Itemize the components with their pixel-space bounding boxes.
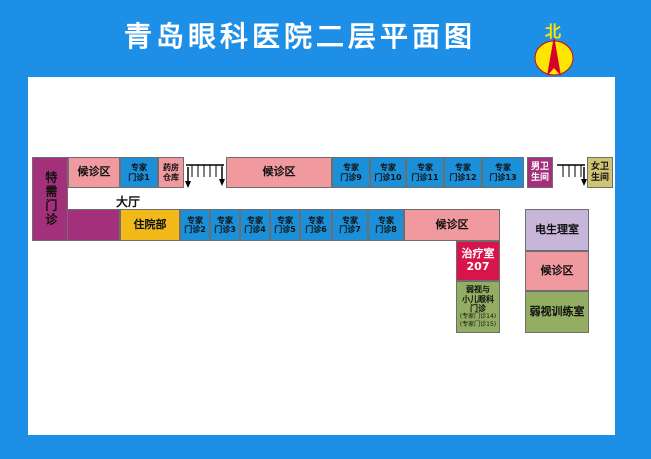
room-expert-13[interactable]: 专家 门诊13 — [482, 157, 524, 188]
lowvision-clinic-sub-1: (专家门诊14) — [459, 312, 497, 320]
room-expert-7[interactable]: 专家 门诊7 — [332, 209, 368, 241]
room-lowvision-training[interactable]: 弱视训练室 — [525, 291, 589, 333]
room-treatment-207[interactable]: 治疗室 207 — [456, 241, 500, 281]
room-expert-9[interactable]: 专家 门诊9 — [332, 157, 370, 188]
room-special-clinic[interactable]: 特需门诊 — [32, 157, 68, 241]
room-female-restroom[interactable]: 女卫 生间 — [587, 157, 613, 188]
lowvision-clinic-label: 弱视与 小儿眼科 门诊 — [462, 285, 494, 313]
room-expert-3[interactable]: 专家 门诊3 — [210, 209, 240, 241]
room-inpatient[interactable]: 住院部 — [120, 209, 180, 241]
special-clinic-extension — [68, 209, 120, 241]
room-lowvision-clinic[interactable]: 弱视与 小儿眼科 门诊 (专家门诊14) (专家门诊15) — [456, 281, 500, 333]
room-pharmacy[interactable]: 药房 仓库 — [158, 157, 184, 188]
room-waiting-4[interactable]: 候诊区 — [525, 251, 589, 291]
room-expert-11[interactable]: 专家 门诊11 — [406, 157, 444, 188]
stairs-icon — [185, 164, 225, 188]
room-waiting-1[interactable]: 候诊区 — [68, 157, 120, 188]
floor-plan: 特需门诊 候诊区 专家 门诊1 药房 仓库 候诊区 专家 门诊9 专家 门诊10… — [28, 77, 615, 435]
room-electrophysiology[interactable]: 电生理室 — [525, 209, 589, 251]
room-waiting-2[interactable]: 候诊区 — [226, 157, 332, 188]
lowvision-clinic-sub-2: (专家门诊15) — [459, 320, 497, 328]
north-label: 北 — [545, 22, 562, 41]
page-title: 青岛眼科医院二层平面图 — [123, 20, 476, 53]
room-male-restroom[interactable]: 男卫 生间 — [527, 157, 553, 188]
room-expert-12[interactable]: 专家 门诊12 — [444, 157, 482, 188]
room-expert-10[interactable]: 专家 门诊10 — [370, 157, 406, 188]
room-expert-6[interactable]: 专家 门诊6 — [300, 209, 332, 241]
room-expert-5[interactable]: 专家 门诊5 — [270, 209, 300, 241]
stairs-icon-east — [557, 164, 587, 186]
north-arrow-icon — [534, 36, 574, 76]
room-expert-1[interactable]: 专家 门诊1 — [120, 157, 158, 188]
room-waiting-3[interactable]: 候诊区 — [404, 209, 500, 241]
room-expert-8[interactable]: 专家 门诊8 — [368, 209, 404, 241]
hall-label: 大厅 — [116, 195, 141, 209]
room-expert-4[interactable]: 专家 门诊4 — [240, 209, 270, 241]
room-expert-2[interactable]: 专家 门诊2 — [180, 209, 210, 241]
